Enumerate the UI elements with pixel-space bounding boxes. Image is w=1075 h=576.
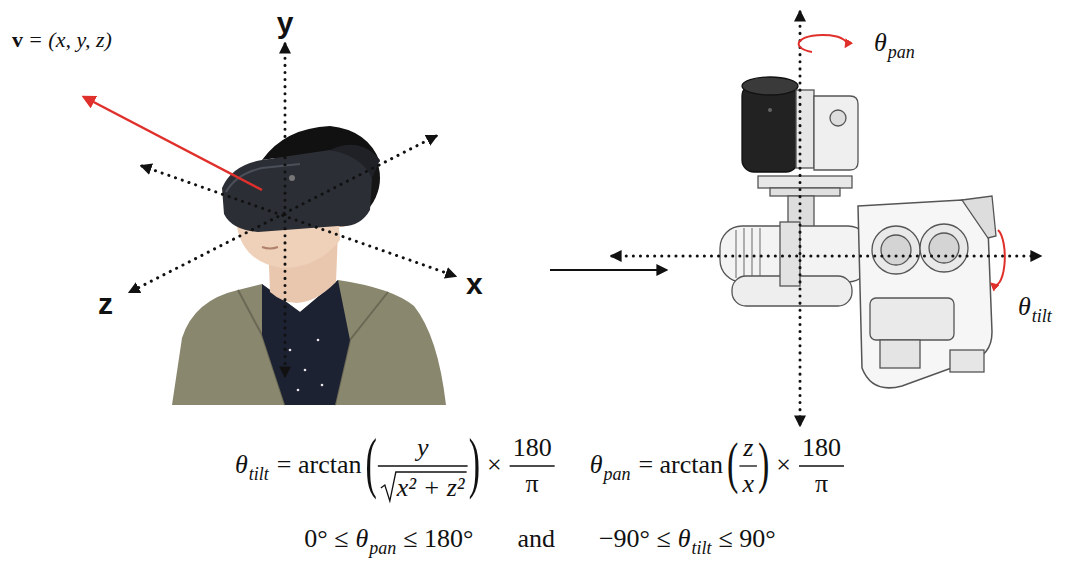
robot-axes	[612, 12, 1040, 425]
axis-label: y	[277, 8, 294, 38]
illustration-part	[735, 230, 736, 278]
angle-symbol: θ	[590, 452, 603, 478]
formula-text: ×	[487, 452, 502, 478]
illustration-part	[962, 196, 996, 238]
parenthesis: (	[366, 429, 377, 497]
angle-symbol: θ	[874, 30, 887, 56]
coordinate-axes	[130, 44, 455, 376]
illustration-part	[142, 166, 455, 276]
denominator: π	[815, 471, 828, 497]
illustration-part	[830, 110, 846, 126]
rotation-arrow	[992, 230, 1005, 285]
angle-subscript: pan	[888, 43, 915, 61]
axis-label: x	[466, 269, 483, 299]
fraction-bar	[378, 465, 468, 466]
angle-subscript: tilt	[1032, 307, 1052, 325]
illustration-part	[858, 200, 992, 388]
denominator: x² + z²	[397, 475, 465, 501]
constraint-text: ≤ 90°	[719, 526, 776, 552]
illustration-part	[780, 222, 800, 286]
fraction-bar	[510, 465, 555, 466]
mapping-arrow	[550, 269, 666, 271]
illustration-part	[751, 228, 752, 280]
formula-text: = arctan	[638, 452, 723, 478]
constraint-text: ≤ 180°	[403, 526, 473, 552]
formula-marks	[378, 466, 844, 501]
parenthesis: (	[727, 434, 738, 492]
illustration-part	[770, 188, 840, 196]
illustration-part	[330, 145, 380, 178]
illustration-part	[612, 255, 1040, 258]
vector-symbol: v	[12, 29, 23, 51]
numerator: y	[417, 435, 429, 461]
illustration-part	[317, 339, 320, 342]
illustration-part	[284, 44, 287, 376]
illustration-part	[289, 349, 292, 352]
illustration-part	[297, 389, 300, 392]
fraction-bar	[739, 465, 757, 466]
angle-symbol: θ	[678, 526, 691, 552]
illustration-part	[950, 350, 984, 372]
illustration-part	[742, 84, 798, 172]
denominator: x	[742, 471, 754, 497]
illustration-part	[880, 340, 920, 368]
numerator: 180	[513, 435, 552, 461]
illustration-part	[130, 136, 436, 292]
constraint-text: −90° ≤	[599, 526, 671, 552]
angle-subscript: pan	[603, 465, 630, 483]
illustration-part	[289, 175, 295, 181]
illustration-part	[870, 298, 954, 340]
illustration-part	[768, 108, 772, 112]
formula-text: ×	[776, 452, 791, 478]
person-photo	[172, 126, 446, 405]
illustration-part	[742, 77, 798, 95]
numerator: z	[743, 435, 753, 461]
illustration-part	[920, 224, 968, 272]
pan-tilt-robot	[720, 77, 996, 388]
illustration-part	[814, 96, 858, 170]
illustration-part	[262, 247, 278, 249]
rotation-arrow	[799, 35, 847, 52]
illustration-part	[758, 176, 852, 188]
parenthesis: )	[758, 434, 769, 492]
angle-subscript: pan	[369, 539, 396, 557]
formula-marks	[378, 466, 844, 501]
axis-label: z	[98, 289, 113, 319]
constraint-text: 0° ≤	[304, 526, 348, 552]
illustration-part	[881, 235, 911, 265]
angle-symbol: θ	[235, 452, 248, 478]
gaze-vector	[84, 97, 262, 190]
numerator: 180	[802, 435, 841, 461]
illustration-part	[743, 228, 744, 280]
illustration-part	[796, 90, 814, 168]
illustration-part	[872, 226, 920, 274]
angle-symbol: θ	[355, 526, 368, 552]
illustration-part	[304, 369, 307, 372]
illustration-part	[799, 12, 802, 425]
denominator: π	[526, 471, 539, 497]
illustration-part	[759, 228, 760, 280]
angle-subscript: tilt	[249, 465, 269, 483]
angle-subscript: tilt	[692, 539, 712, 557]
parenthesis: )	[469, 429, 480, 497]
constraint-text: and	[517, 526, 555, 552]
vector-components: = (x, y, z)	[28, 29, 112, 51]
illustration-part	[929, 233, 959, 263]
fraction-bar	[799, 465, 844, 466]
radical-sign	[381, 472, 467, 501]
formula-text: = arctan	[277, 452, 362, 478]
angle-symbol: θ	[1018, 294, 1031, 320]
illustration-part	[321, 384, 324, 387]
